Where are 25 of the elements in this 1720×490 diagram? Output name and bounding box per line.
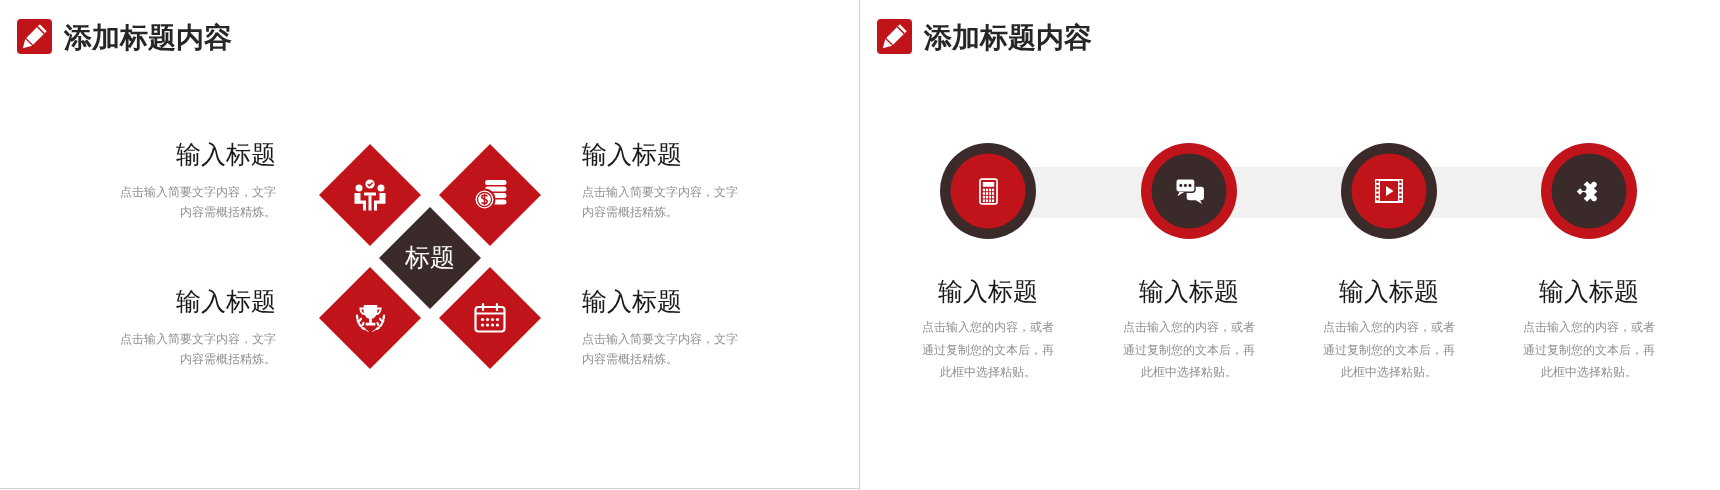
item-description: 点击输入您的内容，或者通过复制您的文本后，再此框中选择粘贴。 (1322, 318, 1456, 382)
item-heading: 输入标题 (582, 287, 682, 317)
item-description: 点击输入您的内容，或者通过复制您的文本后，再此框中选择粘贴。 (1122, 318, 1256, 382)
item-description: 点击输入简要文字内容，文字内容需概括精炼。 (119, 330, 276, 368)
heading: 添加标题内容 (64, 21, 232, 55)
heading: 添加标题内容 (924, 21, 1092, 55)
item-heading: 输入标题 (176, 287, 276, 317)
ring-circle (940, 143, 1036, 239)
item-heading: 输入标题 (1539, 277, 1639, 307)
ring-circle (1341, 143, 1437, 239)
item-description: 点击输入简要文字内容，文字内容需概括精炼。 (582, 330, 739, 368)
item-heading: 输入标题 (1139, 277, 1239, 307)
item-heading: 输入标题 (938, 277, 1038, 307)
item-heading: 输入标题 (1339, 277, 1439, 307)
ring-circle (1541, 143, 1637, 239)
item-description: 点击输入简要文字内容，文字内容需概括精炼。 (582, 183, 739, 221)
ring-circle (1141, 143, 1237, 239)
diamond-tile (319, 144, 421, 246)
item-description: 点击输入简要文字内容，文字内容需概括精炼。 (119, 183, 276, 221)
item-heading: 输入标题 (582, 140, 682, 170)
diamond-tile (439, 144, 541, 246)
diamond-tile (439, 267, 541, 369)
item-heading: 输入标题 (176, 140, 276, 170)
item-description: 点击输入您的内容，或者通过复制您的文本后，再此框中选择粘贴。 (1522, 318, 1656, 382)
item-description: 点击输入您的内容，或者通过复制您的文本后，再此框中选择粘贴。 (921, 318, 1055, 382)
